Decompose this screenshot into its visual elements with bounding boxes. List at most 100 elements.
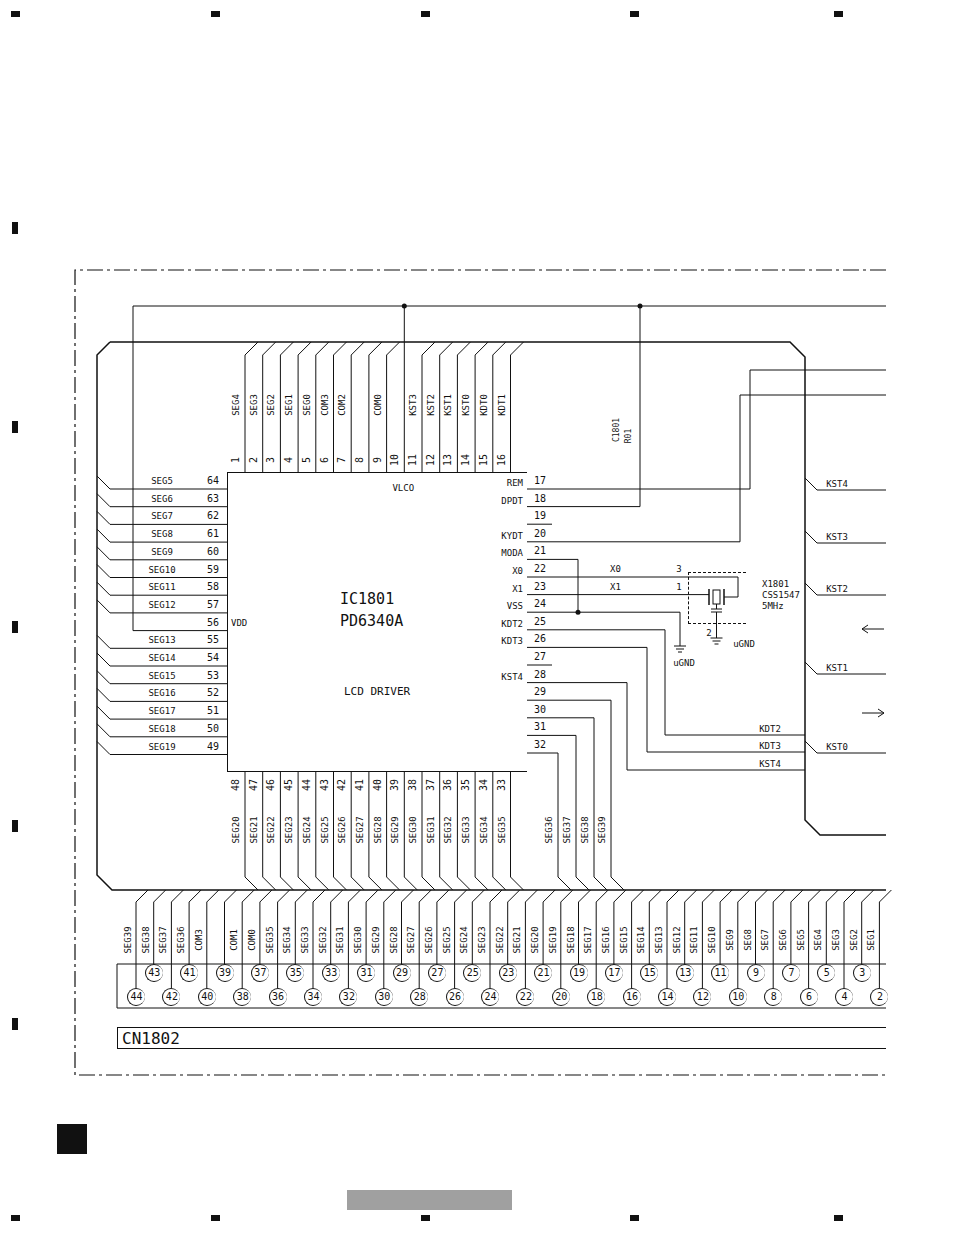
segment-wire — [457, 772, 470, 890]
connector-pin: 26 — [446, 988, 464, 1006]
connector-pin: 14 — [658, 988, 676, 1006]
segment-wire — [298, 342, 311, 472]
pin-name: SEG2 — [267, 394, 276, 416]
page-tab — [57, 1124, 87, 1154]
pin-name: KDT3 — [501, 637, 523, 646]
pin-name: SEG9 — [725, 929, 734, 951]
part-reference: C1801 — [613, 418, 621, 442]
pin-name: KYDT — [501, 531, 523, 540]
pin-number: 48 — [231, 779, 241, 791]
pin-name: MODA — [501, 549, 523, 558]
pin-number: 49 — [207, 742, 219, 752]
connector-pin: 3 — [853, 964, 871, 982]
segment-wire — [475, 772, 488, 890]
pin-number: 43 — [146, 965, 163, 981]
pin-name: SEG36 — [177, 926, 186, 953]
connector-pin: 27 — [428, 964, 446, 982]
pin-number: 10 — [730, 989, 747, 1005]
pin-name: SEG10 — [708, 926, 717, 953]
connector-wire — [720, 890, 732, 964]
connector-wire — [791, 890, 803, 964]
crystal-box: X1801 CSS1547 5MHz — [688, 572, 746, 624]
segment-wire — [387, 772, 400, 890]
pin-name: KST3 — [409, 394, 418, 416]
pin-number: 13 — [443, 454, 453, 466]
pin-number: 58 — [207, 582, 219, 592]
pin-number: 38 — [234, 989, 251, 1005]
connector-pin: 35 — [286, 964, 304, 982]
segment-wire — [97, 547, 227, 560]
segment-wire — [475, 342, 488, 472]
connector-name: CN1802 — [122, 1030, 180, 1048]
pin-name: SEG38 — [581, 816, 590, 843]
segment-wire — [280, 342, 293, 472]
pin-number: 26 — [534, 634, 546, 644]
pin-number: 15 — [641, 965, 658, 981]
pin-number: 63 — [207, 494, 219, 504]
pin-number: 39 — [390, 779, 400, 791]
connector-pin: 5 — [817, 964, 835, 982]
pin-name: KST0 — [462, 394, 471, 416]
pin-stub — [527, 524, 552, 525]
segment-wire — [493, 772, 506, 890]
segment-wire — [298, 772, 311, 890]
signal-label: KDT2 — [759, 725, 781, 734]
crystal-wire — [688, 594, 709, 595]
pin-name: SEG12 — [148, 600, 175, 609]
pin-name: SEG26 — [424, 926, 433, 953]
connector-name-box: CN1802 — [117, 1027, 886, 1049]
pin-name: KST1 — [444, 394, 453, 416]
pin-number: 42 — [337, 779, 347, 791]
connector-wire — [756, 890, 768, 964]
pin-name: SEG24 — [460, 926, 469, 953]
connector-pin: 19 — [570, 964, 588, 982]
signal-label: KST4 — [826, 480, 848, 489]
connector-pin: 30 — [375, 988, 393, 1006]
connector-wire — [862, 890, 874, 964]
signal-wire — [805, 531, 886, 543]
ground-label: uGND — [673, 659, 695, 668]
pin-name: KDT2 — [501, 619, 523, 628]
pin-number: 44 — [128, 989, 145, 1005]
pin-number: 12 — [426, 454, 436, 466]
pin-number: 35 — [287, 965, 304, 981]
pin-name: SEG25 — [442, 926, 451, 953]
signal-wire — [527, 306, 640, 507]
pin-number: 32 — [534, 740, 546, 750]
pin-name: SEG19 — [548, 926, 557, 953]
junction-dot — [638, 304, 643, 309]
pin-name: SEG31 — [336, 926, 345, 953]
registration-mark — [12, 621, 18, 633]
power-wire — [133, 306, 886, 631]
pin-name: SEG17 — [584, 926, 593, 953]
connector-pin: 44 — [127, 988, 145, 1006]
signal-wire — [805, 583, 886, 595]
connector-pin: 11 — [711, 964, 729, 982]
terminal-number: 2 — [706, 629, 711, 638]
pin-name: SEG22 — [495, 926, 504, 953]
pin-number: 19 — [571, 965, 588, 981]
pin-number: 64 — [207, 476, 219, 486]
pin-number: 38 — [408, 779, 418, 791]
pin-number: 41 — [355, 779, 365, 791]
connector-wire — [826, 890, 838, 964]
pin-number: 62 — [207, 511, 219, 521]
segment-wire — [511, 342, 524, 472]
pin-name: COM3 — [194, 929, 203, 951]
signal-label: KST2 — [826, 585, 848, 594]
signal-wire — [527, 577, 688, 578]
crystal-symbol — [713, 590, 720, 604]
pin-number: 4 — [284, 457, 294, 463]
pin-number: 30 — [534, 705, 546, 715]
connector-pin: 24 — [481, 988, 499, 1006]
crystal-symbol — [723, 589, 725, 605]
pin-number: 22 — [534, 564, 546, 574]
power-wire — [404, 306, 405, 472]
pin-number: 27 — [534, 652, 546, 662]
pin-name: SEG33 — [301, 926, 310, 953]
connector-pin: 18 — [587, 988, 605, 1006]
crystal-symbol — [708, 589, 710, 605]
pin-name: SEG6 — [778, 929, 787, 951]
segment-wire — [527, 718, 607, 890]
ground-symbol — [715, 644, 719, 645]
